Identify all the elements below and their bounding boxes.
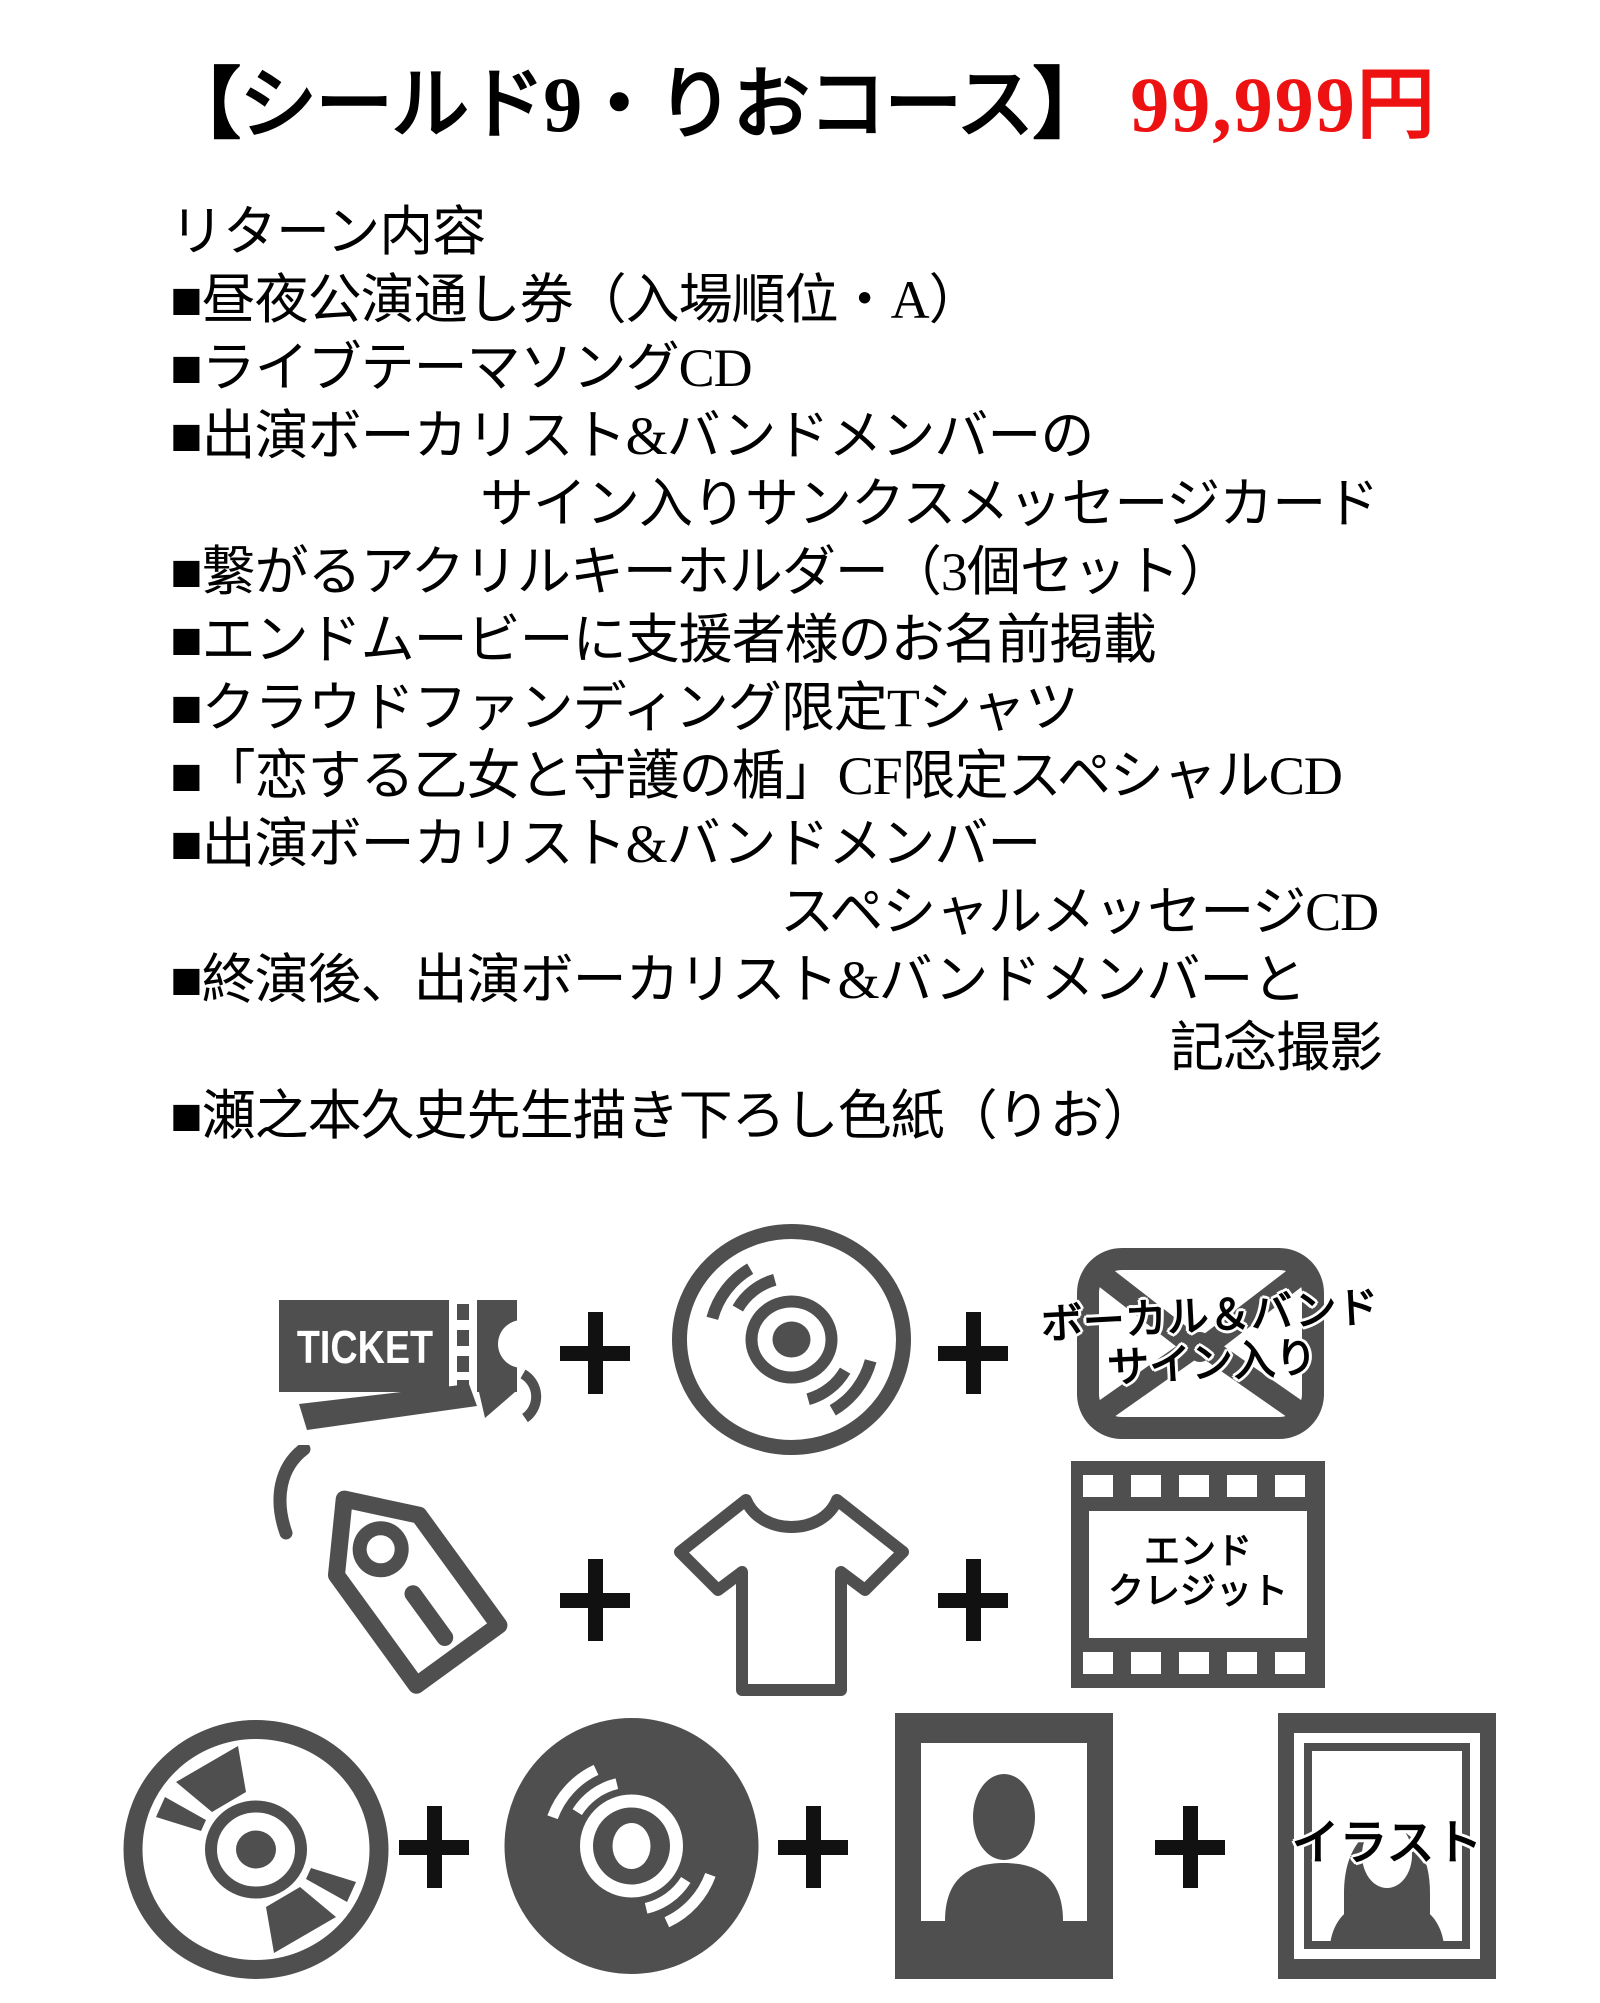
plus-icon [1154,1806,1226,1888]
tshirt-icon [662,1490,921,1700]
list-item: ■出演ボーカリスト&バンドメンバーの [170,406,1094,466]
list-item-continuation: サイン入りサンクスメッセージカード [480,474,1379,534]
returns-heading: リターン内容 [170,202,486,262]
ticket-label: TICKET [296,1321,434,1373]
price-text: 99,999円 [1130,61,1437,148]
record-icon [497,1715,766,1977]
list-item: ■エンドムービーに支援者様のお名前掲載 [170,610,1157,670]
list-item: ■昼夜公演通し券（入場順位・A） [170,270,983,330]
envelope-icon [1076,1247,1325,1440]
page-title: 【シールド9・りおコース】99,999円 [0,42,1600,154]
plus-icon [398,1806,470,1888]
cd-icon [662,1221,921,1458]
film-caption: エンド クレジット [1089,1531,1307,1611]
list-item: ■瀬之本久史先生描き下ろし色紙（りお） [170,1086,1157,1146]
film-caption-line2: クレジット [1107,1570,1288,1611]
ticket-icon: TICKET [279,1300,549,1445]
returns-list: リターン内容 ■昼夜公演通し券（入場順位・A） ■ライブテーマソングCD ■出演… [170,198,1560,1150]
list-item: ■出演ボーカリスト&バンドメンバー [170,814,1041,874]
list-item-continuation: スペシャルメッセージCD [780,882,1379,942]
film-strip-icon [1071,1461,1325,1688]
illustration-frame-icon [1278,1713,1496,1979]
portrait-photo-icon [895,1713,1113,1979]
tag-icon [268,1445,522,1710]
plus-icon [937,1312,1009,1394]
envelope-caption: ボーカル＆バンド サイン入り [1002,1281,1420,1397]
illustration-caption: イラスト [1291,1817,1483,1870]
list-item: ■クラウドファンディング限定Tシャツ [170,678,1079,738]
plus-icon [559,1312,631,1394]
list-item: ■終演後、出演ボーカリスト&バンドメンバーと [170,950,1306,1010]
plus-icon [937,1559,1009,1641]
plus-icon [777,1806,849,1888]
list-item-continuation: 記念撮影 [1170,1018,1383,1078]
list-item: ■繋がるアクリルキーホルダー（3個セット） [170,542,1233,602]
list-item: ■ライブテーマソングCD [170,338,753,398]
film-caption-line1: エンド [1143,1530,1252,1571]
disc-icon [119,1720,393,1979]
course-name: 【シールド9・りおコース】 [163,61,1110,148]
list-item: ■「恋する乙女と守護の楯」CF限定スペシャルCD [170,746,1343,806]
plus-icon [559,1559,631,1641]
